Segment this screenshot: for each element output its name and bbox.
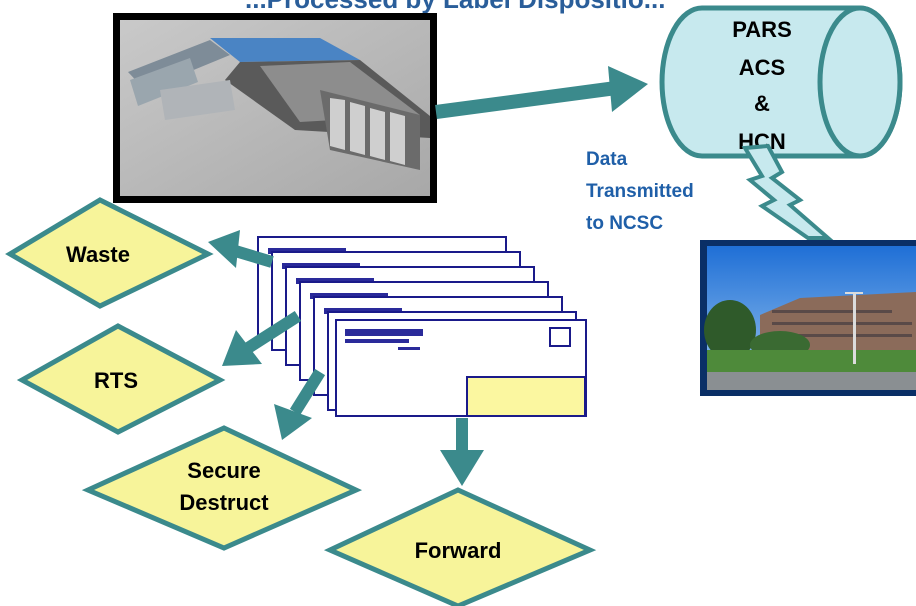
disposition-secure-destruct: Secure Destruct: [81, 425, 363, 551]
transmission-line-3: to NCSC: [586, 213, 663, 234]
disposition-forward: Forward: [323, 487, 597, 606]
disposition-rts: RTS: [16, 323, 226, 435]
transmission-label: Data Transmitted to NCSC: [586, 149, 694, 234]
arrow-to-waste: [208, 230, 274, 268]
arrow-to-rts: [222, 310, 302, 366]
transmission-line-1: Data: [586, 149, 628, 170]
forward-label: Forward: [415, 538, 502, 563]
database-line-2: ACS: [739, 55, 785, 80]
page-title: ...Processed by Label Dispositio...: [245, 0, 665, 14]
envelope-stack: [257, 236, 587, 417]
database-cylinder: PARS ACS & HCN: [659, 5, 903, 159]
secure-destruct-label-2: Destruct: [179, 490, 269, 515]
rts-label: RTS: [94, 368, 138, 393]
transmission-line-2: Transmitted: [586, 181, 694, 202]
waste-label: Waste: [66, 242, 130, 267]
database-line-1: PARS: [732, 17, 792, 42]
database-line-3: &: [754, 91, 770, 116]
arrow-to-secure-destruct: [274, 368, 326, 440]
ncsc-building-image: [700, 240, 916, 396]
arrow-to-forward: [440, 418, 484, 486]
mail-processing-machine-image: [113, 13, 437, 203]
envelope-front: [335, 319, 587, 417]
lightning-bolt-icon: [741, 143, 834, 240]
secure-destruct-label-1: Secure: [187, 458, 260, 483]
disposition-waste: Waste: [5, 197, 214, 309]
arrow-machine-to-database: [435, 66, 648, 119]
